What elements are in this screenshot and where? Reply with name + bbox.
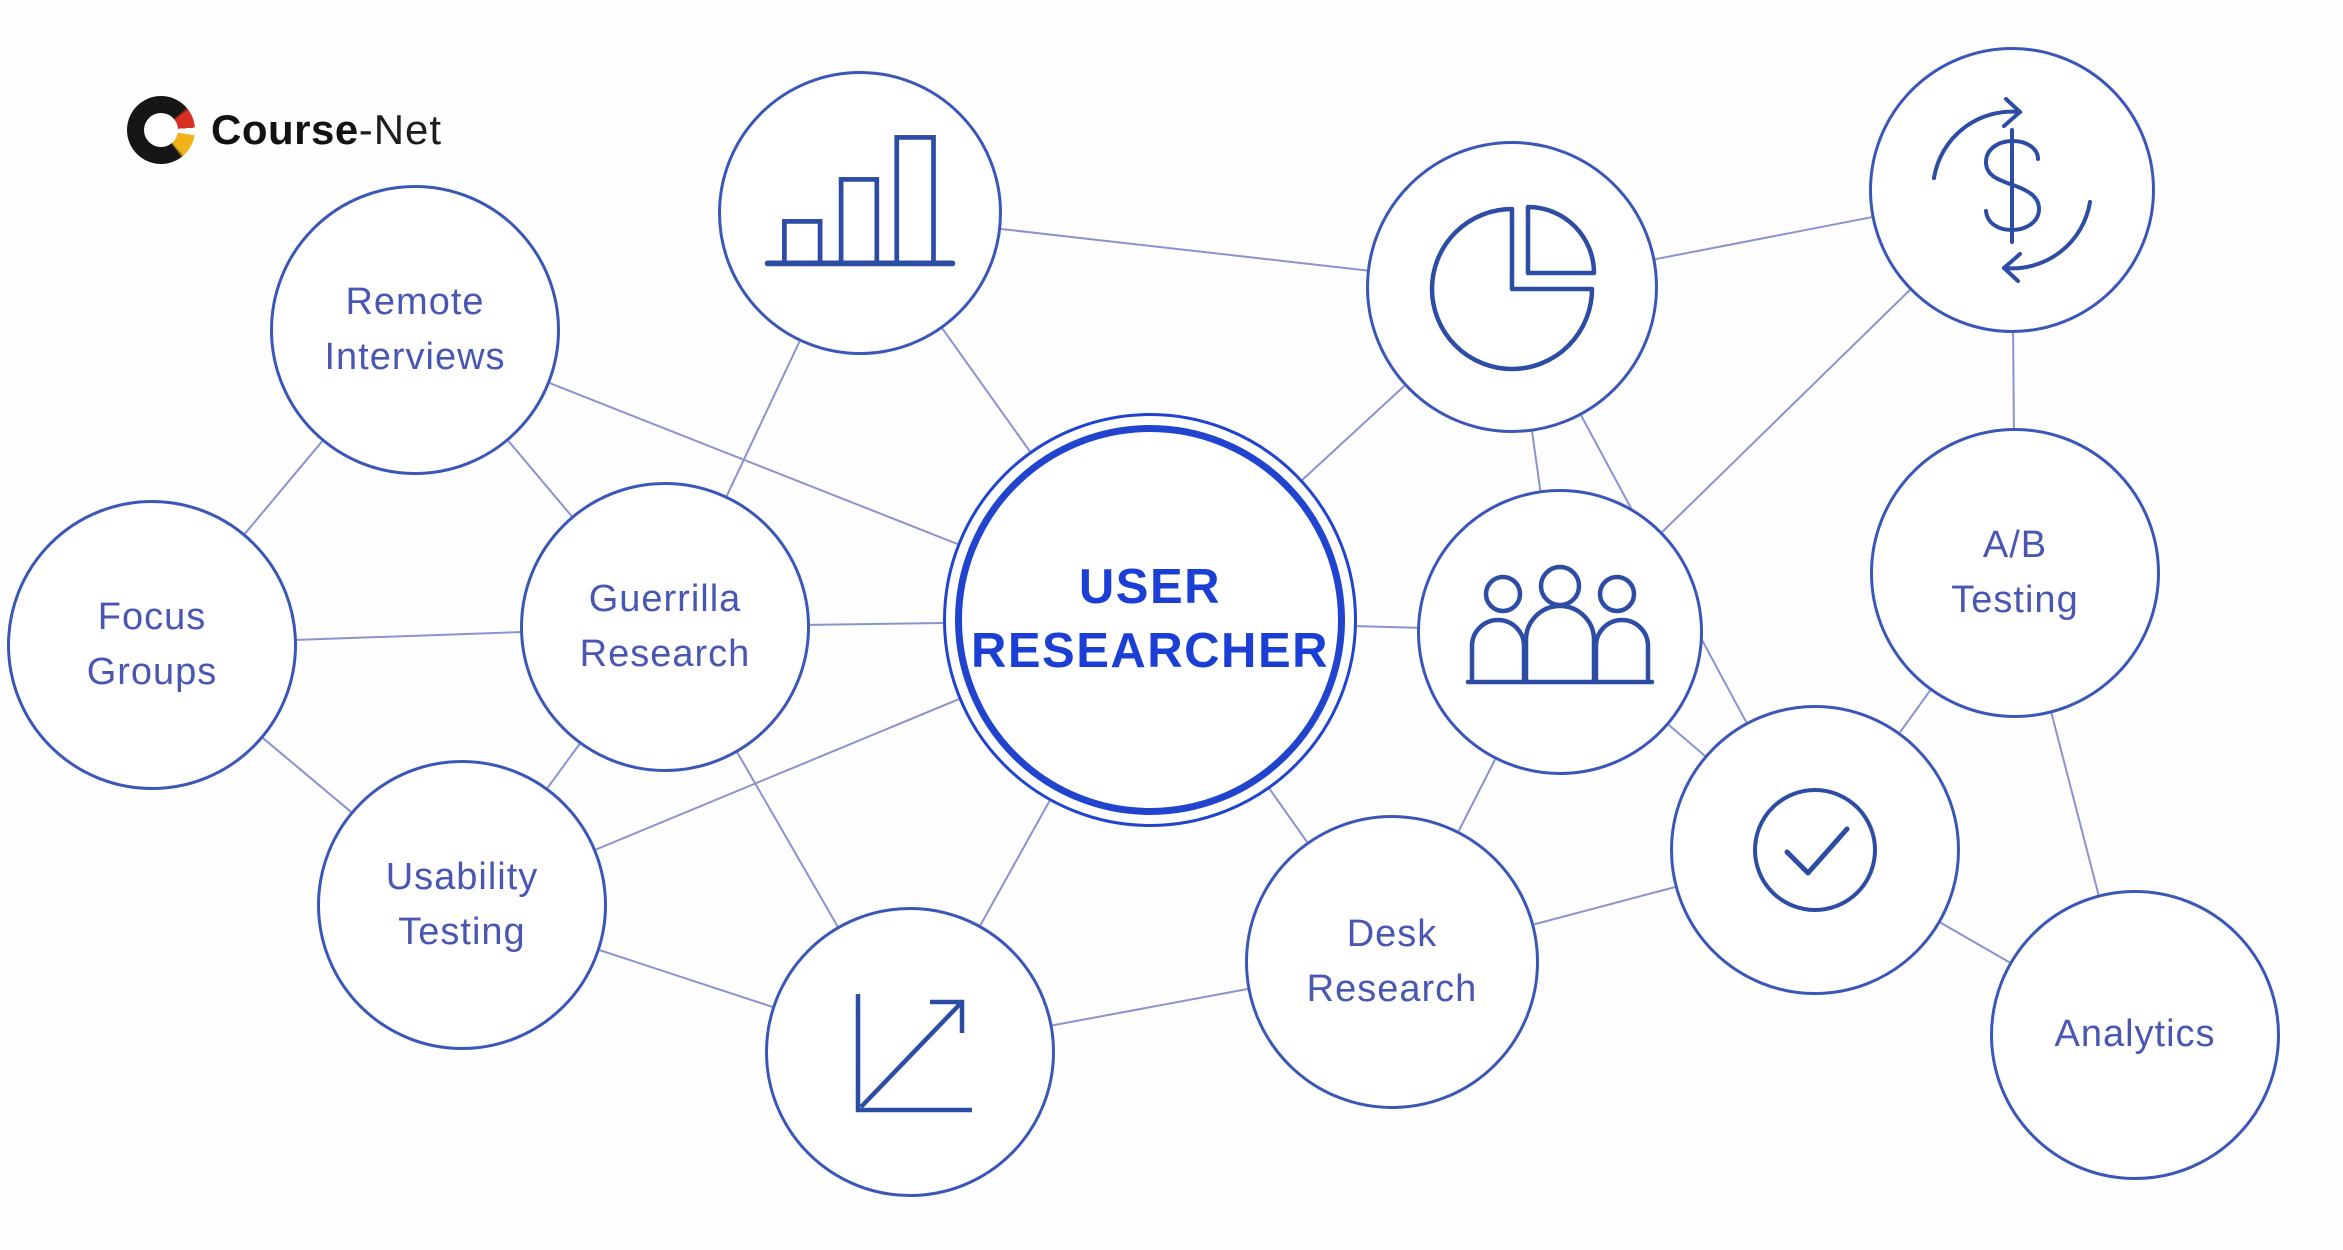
node-label: Guerrilla Research [580,572,751,682]
label-line: Testing [1951,579,2079,621]
node-ab-testing: A/B Testing [1870,428,2160,718]
label-line: Research [579,633,751,675]
edge-checkmark-desk_research [1533,886,1676,926]
edge-ab_testing-checkmark [1899,690,1931,733]
growth-arrow-icon [855,994,972,1113]
edge-pie_chart-team [1531,431,1542,491]
edge-guerrilla_research-user_researcher [809,622,944,626]
edge-user_researcher-pie_chart [1301,385,1406,481]
user-researcher-inner-ring: USER RESEARCHER [955,425,1345,815]
course-net-logo: Course-Net [127,96,442,164]
edge-guerrilla_research-usability_testing [546,743,581,789]
edge-pie_chart-money_cycle [1655,216,1872,261]
node-growth-chart [765,907,1055,1197]
node-label: Analytics [2054,1007,2215,1062]
node-focus-groups: Focus Groups [7,500,297,790]
dollar-cycle-icon [1932,97,2092,283]
brand-bold: Course [211,106,359,153]
pie-chart-icon [1429,204,1597,372]
edge-team-checkmark [1668,724,1706,757]
label-line: Groups [86,651,218,693]
label-line: Interviews [324,336,506,378]
course-net-ring-icon [127,96,195,164]
edge-money_cycle-ab_testing [2012,332,2015,429]
node-desk-research: Desk Research [1245,815,1539,1109]
edge-bar_chart-guerrilla_research [725,341,801,497]
bar-chart-icon [764,135,956,267]
node-label: A/B Testing [1951,518,2078,628]
node-label: Remote Interviews [324,275,505,385]
label-line: Usability [385,855,539,898]
label-line: USER [1078,560,1222,615]
edge-ab_testing-analytics [2050,713,2100,895]
label-line: RESEARCHER [970,624,1330,678]
node-pie-chart [1366,141,1658,433]
edge-usability_testing-user_researcher [595,698,960,851]
team-people-icon [1465,564,1655,685]
label-line: Analytics [2054,1013,2216,1056]
node-remote-interviews: Remote Interviews [270,185,560,475]
course-net-wordmark: Course-Net [211,106,442,154]
label-line: Remote [345,280,485,323]
node-label: Desk Research [1307,907,1478,1017]
node-analytics: Analytics [1990,890,2280,1180]
edge-user_researcher-growth_chart [979,800,1051,926]
edge-focus_groups-usability_testing [262,737,352,813]
node-team [1417,489,1703,775]
node-label: Focus Groups [87,590,218,700]
edge-bar_chart-pie_chart [1000,228,1368,272]
edge-usability_testing-growth_chart [599,949,773,1008]
checkmark-icon [1753,788,1877,912]
node-label: Usability Testing [386,850,539,960]
edge-bar_chart-user_researcher [941,328,1031,452]
user-researcher-label: USER RESEARCHER [971,556,1329,683]
node-money-cycle [1869,47,2155,333]
edge-checkmark-analytics [1940,921,2010,964]
edge-focus_groups-remote_interviews [244,440,323,535]
label-line: Focus [97,595,207,638]
node-user-researcher: USER RESEARCHER [943,413,1357,827]
edge-user_researcher-team [1356,625,1418,629]
edge-team-desk_research [1457,758,1496,832]
label-line: Testing [398,911,526,953]
label-line: Desk [1346,912,1438,955]
edge-team-money_cycle [1661,289,1911,533]
node-bar-chart [718,71,1002,355]
node-guerrilla-research: Guerrilla Research [520,482,810,772]
node-usability-testing: Usability Testing [317,760,607,1050]
node-checkmark [1670,705,1960,995]
edge-user_researcher-desk_research [1268,788,1308,843]
edge-remote_interviews-user_researcher [549,382,958,545]
label-line: Research [1306,968,1478,1010]
edge-guerrilla_research-growth_chart [736,752,839,927]
label-line: Guerrilla [588,577,742,620]
edge-growth_chart-desk_research [1052,988,1248,1027]
label-line: A/B [1982,523,2048,566]
edge-remote_interviews-guerrilla_research [507,440,573,517]
brand-light: -Net [358,106,443,153]
edge-focus_groups-guerrilla_research [296,631,521,641]
